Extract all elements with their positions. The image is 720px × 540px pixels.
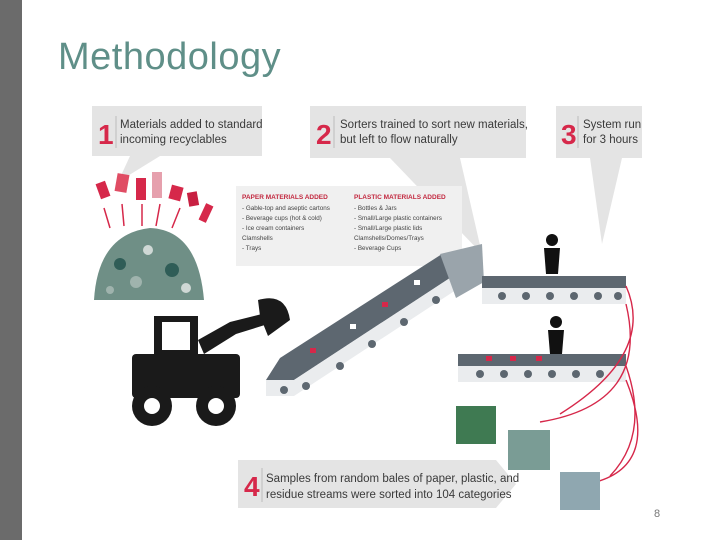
step-3-line-2: for 3 hours <box>583 134 638 146</box>
step-2-line-2: but left to flow naturally <box>340 134 458 146</box>
plastic-item: - Beverage Cups <box>354 245 401 252</box>
plastic-item: - Bottles & Jars <box>354 205 397 212</box>
step-2-number: 2 <box>316 119 332 150</box>
new-materials-icon <box>96 172 214 228</box>
callout-step-3: 3 System run for 3 hours <box>556 106 642 244</box>
plastic-item: - Small/Large plastic lids <box>354 225 422 232</box>
loader-tractor-icon <box>132 298 290 426</box>
plastic-item: - Small/Large plastic containers <box>354 215 442 222</box>
plastic-materials-heading: PLASTIC MATERIALS ADDED <box>354 194 446 201</box>
step-1-line-2: incoming recyclables <box>120 134 227 146</box>
flow-arrows <box>540 286 638 482</box>
paper-item: Clamshells <box>242 235 273 242</box>
lower-sorting-line-icon <box>458 316 626 382</box>
recycling-process-diagram: 1 Materials added to standard incoming r… <box>90 104 650 524</box>
step-4-number: 4 <box>244 471 260 502</box>
plastic-item: Clamshells/Domes/Trays <box>354 235 424 242</box>
paper-item: - Ice cream containers <box>242 225 304 232</box>
step-3-number: 3 <box>561 119 577 150</box>
paper-item: - Beverage cups (hot & cold) <box>242 215 322 222</box>
paper-item: - Trays <box>242 245 261 252</box>
callout-step-4: 4 Samples from random bales of paper, pl… <box>238 460 519 508</box>
callout-step-1: 1 Materials added to standard incoming r… <box>92 106 263 182</box>
step-4-line-1: Samples from random bales of paper, plas… <box>266 473 519 485</box>
recyclables-pile-icon <box>94 228 204 300</box>
step-3-line-1: System run <box>583 119 641 131</box>
step-2-line-1: Sorters trained to sort new materials, <box>340 119 528 131</box>
slide-title: Methodology <box>58 36 281 79</box>
page-number: 8 <box>654 508 660 520</box>
step-4-line-2: residue streams were sorted into 104 cat… <box>266 489 512 501</box>
inclined-conveyor-icon <box>266 254 456 396</box>
materials-list-box: PAPER MATERIALS ADDED - Gable-top and as… <box>236 186 462 266</box>
step-1-number: 1 <box>98 119 114 150</box>
paper-item: - Gable-top and aseptic cartons <box>242 205 330 212</box>
slide-side-bar <box>0 0 22 540</box>
upper-sorting-line-icon <box>440 234 626 304</box>
paper-materials-heading: PAPER MATERIALS ADDED <box>242 194 328 201</box>
step-1-line-1: Materials added to standard <box>120 119 263 131</box>
